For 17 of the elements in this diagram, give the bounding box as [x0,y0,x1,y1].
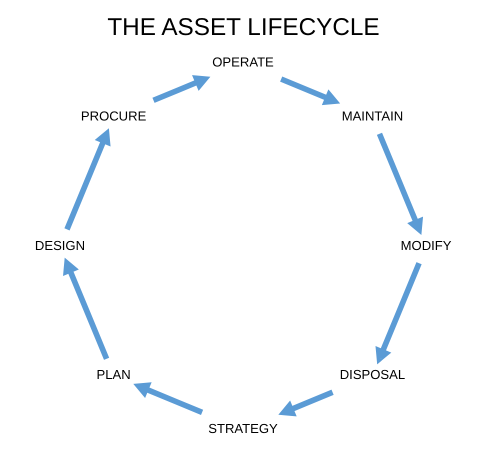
arrow [376,262,422,364]
diagram-title: THE ASSET LIFECYCLE [107,14,380,42]
node-text: STRATEGY [208,420,278,436]
node-text: MAINTAIN [342,108,404,124]
node-text: PROCURE [80,108,146,124]
node-text: DISPOSAL [340,367,406,382]
arrow [64,128,111,230]
arrow [280,76,340,106]
arrow [376,132,424,235]
node-text: MODIFY [400,238,452,253]
arrow [133,382,204,415]
node-text: PLAN [96,367,131,382]
arrow [278,390,334,416]
arrow [152,75,210,103]
node-text: OPERATE [212,54,274,70]
arrow [63,258,110,360]
node-text: DESIGN [34,238,86,253]
